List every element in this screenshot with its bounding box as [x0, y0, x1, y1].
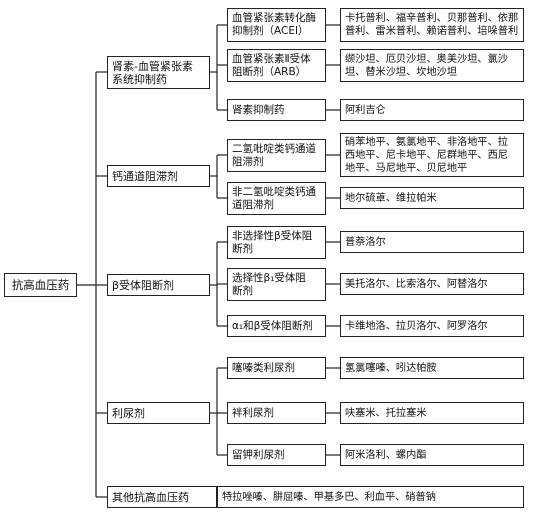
drugs-renin-inhibitor: 阿利吉仑: [340, 99, 524, 121]
subclass-loop-diuretic: 袢利尿剂: [227, 402, 326, 424]
drugs-other-antihypertensives: 特拉唑嗪、肼屈嗪、甲基多巴、利血平、硝普钠: [217, 486, 524, 508]
root-node: 抗高血压药: [4, 273, 77, 297]
subclass-alpha1-beta-blocker: α₁和β受体阻断剂: [227, 315, 326, 337]
drugs-thiazide-diuretic: 氢氯噻嗪、吲达帕胺: [340, 357, 524, 379]
category-diuretics: 利尿剂: [107, 402, 210, 424]
drugs-acei: 卡托普利、福辛普利、贝那普利、依那 普利、雷米普利、赖诺普利、培哚普利: [340, 8, 524, 42]
drugs-non-dihydropyridine-ccb: 地尔硫䓬、维拉帕米: [340, 187, 524, 209]
subclass-selective-beta1-blocker: 选择性β₁受体阻 断剂: [227, 268, 326, 301]
drugs-loop-diuretic: 呋塞米、托拉塞米: [340, 402, 524, 424]
category-calcium-channel-blockers: 钙通道阻滞剂: [107, 165, 210, 187]
drugs-potassium-sparing-diuretic: 阿米洛利、螺内酯: [340, 444, 524, 466]
drugs-arb: 缬沙坦、厄贝沙坦、奥美沙坦、氯沙 坦、替米沙坦、坎地沙坦: [340, 49, 524, 82]
drugs-dihydropyridine-ccb: 硝苯地平、氨氯地平、非洛地平、拉 西地平、尼卡地平、尼群地平、西尼 地平、马尼地…: [340, 133, 524, 177]
subclass-renin-inhibitor: 肾素抑制药: [227, 99, 326, 121]
subclass-non-dihydropyridine-ccb: 非二氢吡啶类钙通 道阻滞剂: [227, 182, 326, 215]
subclass-dihydropyridine-ccb: 二氢吡啶类钙通道 阻滞剂: [227, 139, 326, 172]
category-beta-blockers: β受体阻断剂: [107, 274, 210, 296]
category-raas-inhibitors: 肾素-血管紧张素 系统抑制药: [107, 56, 210, 89]
drugs-selective-beta1-blocker: 美托洛尔、比索洛尔、阿替洛尔: [340, 273, 524, 295]
subclass-potassium-sparing-diuretic: 留钾利尿剂: [227, 444, 326, 466]
category-other-antihypertensives: 其他抗高血压药: [107, 486, 217, 508]
drugs-nonselective-beta-blocker: 普萘洛尔: [340, 231, 524, 253]
subclass-acei: 血管紧张素转化酶 抑制剂（ACEI）: [227, 8, 326, 42]
subclass-thiazide-diuretic: 噻嗪类利尿剂: [227, 357, 326, 379]
drugs-alpha1-beta-blocker: 卡维地洛、拉贝洛尔、阿罗洛尔: [340, 315, 524, 337]
subclass-arb: 血管紧张素Ⅱ受体 阻断剂（ARB）: [227, 49, 326, 82]
subclass-nonselective-beta-blocker: 非选择性β受体阻 断剂: [227, 226, 326, 259]
